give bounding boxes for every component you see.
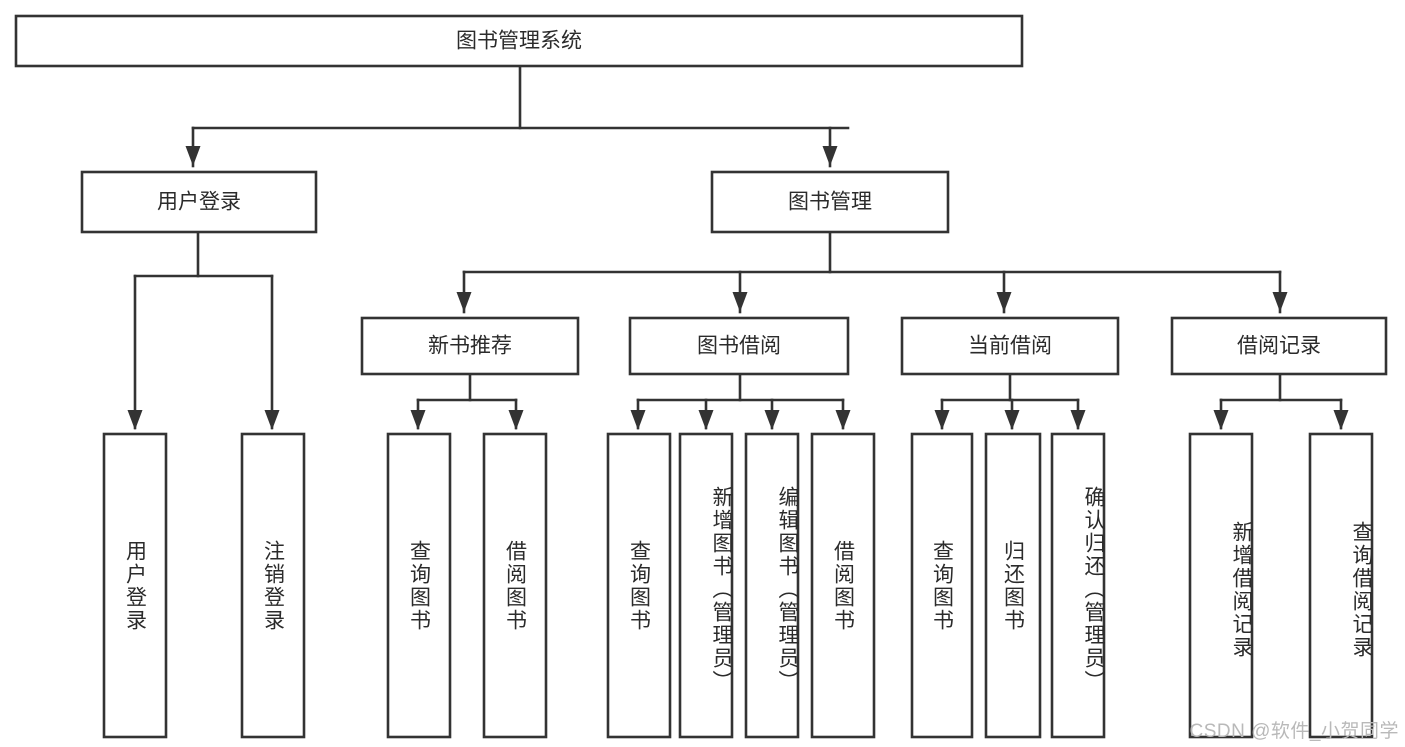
node-leaf-7[interactable] <box>810 432 876 739</box>
node-leaf-0[interactable] <box>102 432 168 739</box>
node-leaf-10[interactable] <box>1050 432 1106 739</box>
node-leaf-1[interactable] <box>240 432 306 739</box>
node-root[interactable]: 图书管理系统 <box>14 14 1024 68</box>
node-level2-0[interactable]: 新书推荐 <box>360 316 580 376</box>
arrow-leaf-query-book-2 <box>630 410 646 430</box>
node-box <box>984 432 1042 739</box>
node-label: 图书管理 <box>788 191 872 214</box>
node-leaf-4[interactable] <box>606 432 672 739</box>
node-label: 借阅记录 <box>1237 335 1321 358</box>
node-leaf-11[interactable] <box>1188 432 1254 739</box>
node-leaf-9[interactable] <box>984 432 1042 739</box>
arrow-leaf-query-book-3 <box>934 410 950 430</box>
node-level2-3[interactable]: 借阅记录 <box>1170 316 1388 376</box>
node-label: 新书推荐 <box>428 335 512 358</box>
arrow-user-login <box>185 146 201 166</box>
node-level2-1[interactable]: 图书借阅 <box>628 316 850 376</box>
node-box <box>360 316 580 376</box>
node-box <box>744 432 800 739</box>
node-leaf-12[interactable] <box>1308 432 1374 739</box>
node-box <box>80 170 318 234</box>
node-leaf-8[interactable] <box>910 432 974 739</box>
node-label: 图书管理系统 <box>456 30 582 53</box>
node-box <box>1170 316 1388 376</box>
arrow-leaf-query-book-1 <box>410 410 426 430</box>
node-box <box>628 316 850 376</box>
arrow-leaf-add-record <box>1213 410 1229 430</box>
arrow-leaf-confirm-return <box>1070 410 1086 430</box>
node-leaf-2[interactable] <box>386 432 452 739</box>
arrow-new-books <box>456 292 472 312</box>
watermark-text: CSDN @软件_小贺同学 <box>1189 721 1399 742</box>
node-box <box>14 14 1024 68</box>
arrow-records <box>1272 292 1288 312</box>
node-level1-0[interactable]: 用户登录 <box>80 170 318 234</box>
node-box <box>900 316 1120 376</box>
node-label: 用户登录 <box>157 191 241 214</box>
arrow-leaf-logout <box>264 410 280 430</box>
arrow-borrow <box>732 292 748 312</box>
node-box <box>240 432 306 739</box>
node-leaf-5[interactable] <box>678 432 734 739</box>
arrow-leaf-return-book <box>1004 410 1020 430</box>
node-box <box>1050 432 1106 739</box>
arrowheads-layer <box>127 146 1349 430</box>
arrow-leaf-user-login <box>127 410 143 430</box>
node-level2-2[interactable]: 当前借阅 <box>900 316 1120 376</box>
node-leaf-3[interactable] <box>482 432 548 739</box>
node-label: 图书借阅 <box>697 335 781 358</box>
node-leaf-6[interactable] <box>744 432 800 739</box>
node-box <box>1188 432 1254 739</box>
node-box <box>710 170 950 234</box>
arrow-book-mgmt <box>822 146 838 166</box>
node-box <box>1308 432 1374 739</box>
arrow-leaf-add-book <box>698 410 714 430</box>
arrow-leaf-borrow-book-2 <box>835 410 851 430</box>
node-box <box>386 432 452 739</box>
node-box <box>606 432 672 739</box>
node-box <box>482 432 548 739</box>
arrow-current <box>996 292 1012 312</box>
node-label: 当前借阅 <box>968 335 1052 358</box>
arrow-leaf-query-record <box>1333 410 1349 430</box>
node-box <box>102 432 168 739</box>
node-box <box>678 432 734 739</box>
arrow-leaf-borrow-book-1 <box>508 410 524 430</box>
node-box <box>810 432 876 739</box>
arrow-leaf-edit-book <box>764 410 780 430</box>
node-box <box>910 432 974 739</box>
node-level1-1[interactable]: 图书管理 <box>710 170 950 234</box>
